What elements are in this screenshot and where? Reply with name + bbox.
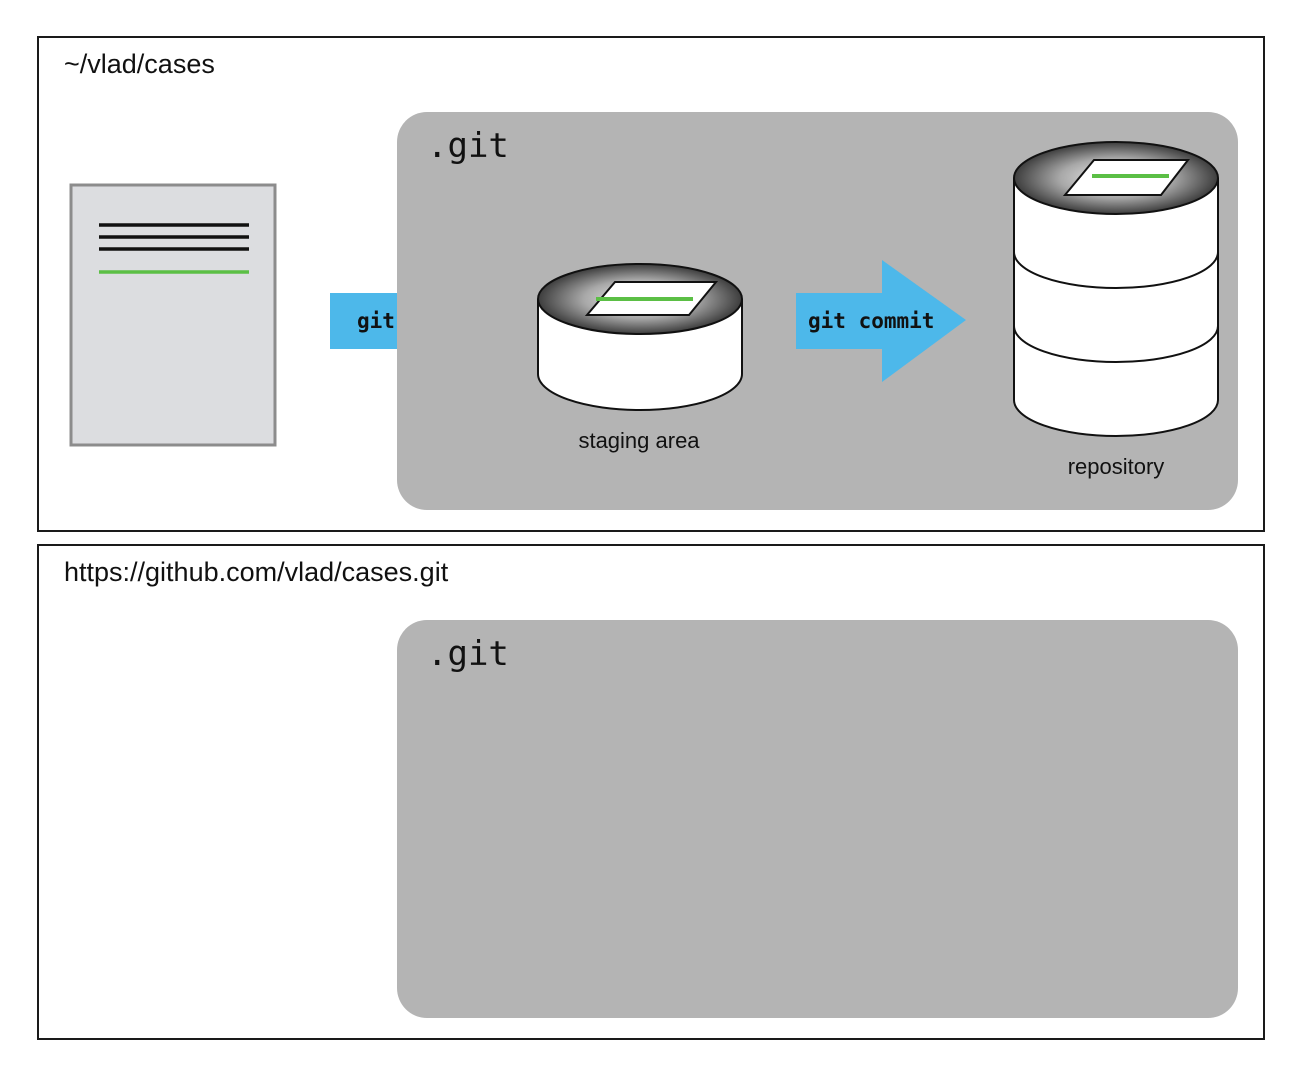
- staging-area-label: staging area: [578, 428, 700, 453]
- local-directory-panel: ~/vlad/cases git add .git staging area: [37, 36, 1265, 532]
- repository-label: repository: [1067, 454, 1165, 479]
- document-icon: [69, 183, 277, 447]
- remote-git-label: .git: [427, 634, 509, 674]
- staging-area-icon: [537, 263, 743, 411]
- remote-git-directory: .git: [397, 620, 1238, 1018]
- local-path-label: ~/vlad/cases: [64, 49, 215, 79]
- repository-icon: [1013, 141, 1219, 437]
- git-commit-label: git commit: [808, 309, 934, 333]
- remote-path-label: https://github.com/vlad/cases.git: [64, 557, 449, 587]
- local-git-label: .git: [427, 126, 509, 166]
- remote-repository-panel: https://github.com/vlad/cases.git .git: [37, 544, 1265, 1040]
- git-commit-arrow: git commit: [796, 260, 966, 382]
